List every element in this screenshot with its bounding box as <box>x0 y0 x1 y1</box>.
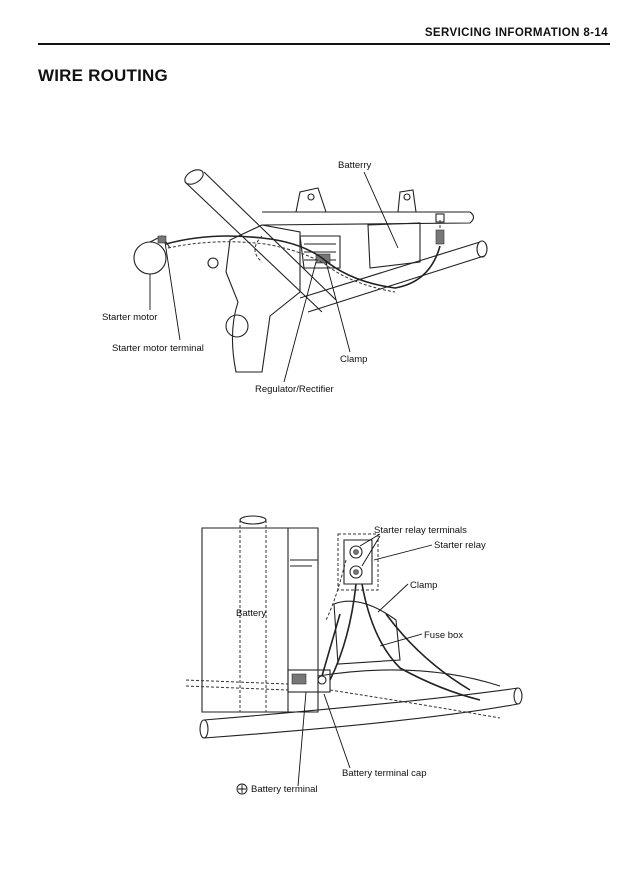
page-header: SERVICING INFORMATION 8-14 <box>424 27 608 39</box>
label-regulator: Regulator/Rectifier <box>255 384 334 395</box>
label-battery: Batterry <box>338 160 372 171</box>
leader-battery <box>363 171 399 249</box>
leader-starter-relay <box>373 544 433 561</box>
header-rule <box>38 43 610 45</box>
leader-relay-terminals <box>359 533 381 567</box>
label-starter-motor: Starter motor <box>102 312 157 323</box>
section-title: WIRE ROUTING <box>38 66 168 85</box>
leader-clamp <box>325 261 351 353</box>
leader-regulator <box>283 261 317 383</box>
plus-icon <box>236 783 248 795</box>
label-battery-2: Battery <box>236 608 266 619</box>
label-terminal-cap: Battery terminal cap <box>342 768 426 779</box>
label-clamp: Clamp <box>340 354 367 365</box>
label-starter-motor-terminal: Starter motor terminal <box>112 343 204 354</box>
label-relay-terminals: Starter relay terminals <box>374 525 467 536</box>
leader-battery-terminal <box>297 691 307 787</box>
figure-1-frame-diagram <box>133 169 488 383</box>
leader-terminal-cap <box>323 693 351 769</box>
leader-starter-motor-terminal <box>164 241 181 341</box>
label-clamp-2: Clamp <box>410 580 437 591</box>
label-battery-terminal: Battery terminal <box>251 784 318 795</box>
figure-2-battery-diagram <box>185 515 523 787</box>
leader-clamp-2 <box>377 583 409 613</box>
label-starter-relay: Starter relay <box>434 540 486 551</box>
label-fuse-box: Fuse box <box>424 630 463 641</box>
leader-fuse-box <box>379 633 423 647</box>
